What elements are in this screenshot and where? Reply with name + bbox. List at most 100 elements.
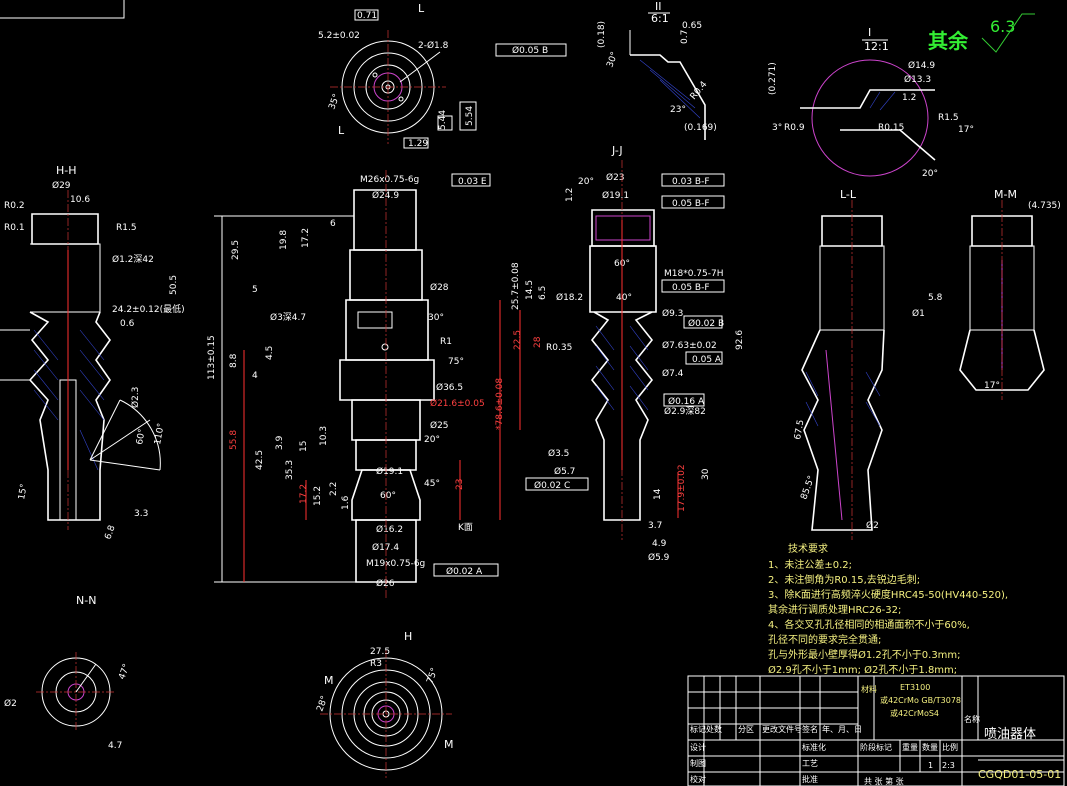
dim-hh-r02: R0.2 [4,201,25,211]
dim-jj-29: Ø2.9深82 [664,406,706,417]
note-line-7: 孔与外形最小壁厚得Ø1.2孔不小于0.3mm; [768,648,961,661]
dim-main-39: 3.9 [275,435,285,450]
label-l-top: L [418,2,425,15]
dim-jj-191: Ø19.1 [602,190,629,201]
dim-d1-r015: R0.15 [878,123,904,133]
note-line-1: 1、未注公差±0.2; [768,558,852,571]
dim-jj-59: Ø5.9 [648,552,670,563]
note-line-8: Ø2.9孔不小于1mm; Ø2孔不小于1.8mm; [768,664,957,676]
dim-main-45d: 45° [424,479,440,489]
dim-main-22: 2.2 [329,482,339,496]
dim-main-558: 55.8 [229,430,239,450]
dim-d1-12: 1.2 [902,93,916,103]
detail-ii-label: II [655,0,662,13]
dim-jj-14: 14 [653,488,663,500]
mm-label: M-M [994,188,1017,201]
dim-main-60: 60° [380,491,396,501]
tb-weight: 重量 [902,742,918,752]
dim-d2-23: 23° [670,105,686,115]
dim-jj-23: Ø23 [606,172,625,183]
detail-i-scale: 12:1 [864,40,889,53]
dim-jj-r035: R0.35 [546,343,572,353]
dim-d1-0271: (0.271) [768,62,778,95]
dim-jj-tol1: 0.03 B-F [672,177,710,187]
dim-hh-15: 15° [17,483,30,500]
dim-mm-1: Ø1 [912,308,925,319]
dim-hh-68: 6.8 [103,524,117,541]
main-front-view: M26x0.75-6g 0.03 E Ø24.9 Ø28 Ø3深4.7 30° … [207,170,499,600]
dim-top-hole: 2-Ø1.8 [418,40,449,51]
dim-jj-tol4: Ø0.02 B [688,318,724,329]
tb-sheets: 共 张 第 张 [864,776,904,786]
bottom-end-view: 27.5 R3 28° 75° H M M [315,630,454,778]
dim-hh-29: Ø29 [52,180,71,191]
dim-main-191: Ø19.1 [376,466,403,477]
dim-bot-28: 28° [315,695,330,713]
jj-section-view: J-J 20° Ø23 0.03 B-F 0.05 B-F Ø19.1 1.2 … [495,144,745,563]
dim-hh-106: 10.6 [70,195,90,205]
dim-main-25: Ø25 [430,420,449,431]
dim-jj-179: 17.9±0.02 [677,464,687,512]
tb-rev-file: 更改文件号 [762,724,802,734]
tb-scale: 2:3 [942,761,955,770]
tb-rev-sign: 签名 [802,724,818,734]
note-line-3: 3、除K面进行高频淬火硬度HRC45-50(HV440-520), [768,588,1008,601]
dim-hh-23: Ø2.3 [130,387,141,408]
dim-jj-tol2: 0.05 B-F [672,199,710,209]
dim-main-174: Ø17.4 [372,542,399,553]
dim-main-295: 29.5 [231,240,241,260]
tb-approve: 批准 [802,774,818,784]
dim-d2-0169: (0.169) [684,123,717,133]
drawing-border-fragment [0,0,125,19]
nn-section-view: N-N Ø2 4.7 47° [4,594,132,751]
dim-main-r1: R1 [440,337,452,347]
dim-jj-tol3: 0.05 B-F [672,283,710,293]
dim-jj-12: 1.2 [565,188,575,202]
tb-rev-zone: 分区 [738,725,754,734]
dim-jj-40: 40° [616,293,632,303]
dim-top-071: 0.71 [357,11,377,21]
dim-hh-12: Ø1.2深42 [112,254,154,265]
dim-hh-110: 110° [153,422,167,445]
dim-top-554: 5.54 [465,106,475,126]
label-l-bottom: L [338,124,345,137]
dim-bot-275: 27.5 [370,647,390,657]
note-line-4: 其余进行调质处理HRC26-32; [768,603,901,616]
dim-jj-tol5: 0.05 A [692,355,722,365]
dim-d1-r15: R1.5 [938,113,959,123]
dim-hh-60: 60° [135,428,148,445]
dim-jj-28: 28 [533,336,543,348]
dim-jj-65: 6.5 [538,286,548,300]
dim-hh-r01: R0.1 [4,223,25,233]
dim-nn-47: 4.7 [108,741,122,751]
tb-qty-label: 数量 [922,742,938,752]
dim-bot-75: 75° [425,667,440,685]
dim-main-216: Ø21.6±0.05 [430,398,485,409]
detail-i-view: I 12:1 (0.271) Ø14.9 Ø13.3 R1.5 R0.9 R0.… [768,13,1035,179]
dim-jj-763: Ø7.63±0.02 [662,340,717,351]
dim-d1-3: 3° [772,123,782,133]
dim-jj-35: Ø3.5 [548,448,569,459]
dim-jj-tol6: Ø0.16 A [668,396,705,407]
dim-main-hole: Ø3深4.7 [270,312,306,323]
dim-jj-225: 22.5 [513,330,523,350]
dim-top-544: 5.44 [438,110,448,130]
dim-d1-r09: R0.9 [784,123,805,133]
dim-main-353: 35.3 [285,460,295,480]
dim-d1-17: 17° [958,125,974,135]
dim-main-kface: K面 [458,522,473,533]
note-line-6: 孔径不同的要求完全贯通; [768,633,881,646]
nn-label: N-N [76,594,96,607]
dim-main-m26: M26x0.75-6g [360,175,419,185]
dim-jj-25: 25.7±0.08 [511,262,521,310]
hh-section-view: H-H Ø29 10.6 R0.2 R0.1 R1.5 Ø1.2深42 50.5… [0,164,185,541]
dim-main-162: Ø16.2 [376,524,403,535]
tb-process: 工艺 [802,759,818,768]
dim-hh-2412: 24.2±0.12(最低) [112,303,185,315]
top-end-view: 0.71 5.2±0.02 2-Ø1.8 Ø0.05 B L L 35° 5.4… [318,2,567,149]
dim-main-172: 17.2 [301,228,311,248]
dim-jj-49: 4.9 [652,539,667,549]
dim-main-365: Ø36.5 [436,382,463,393]
dim-top-35: 35° [327,93,342,111]
roughness-label: 其余 [928,29,969,53]
